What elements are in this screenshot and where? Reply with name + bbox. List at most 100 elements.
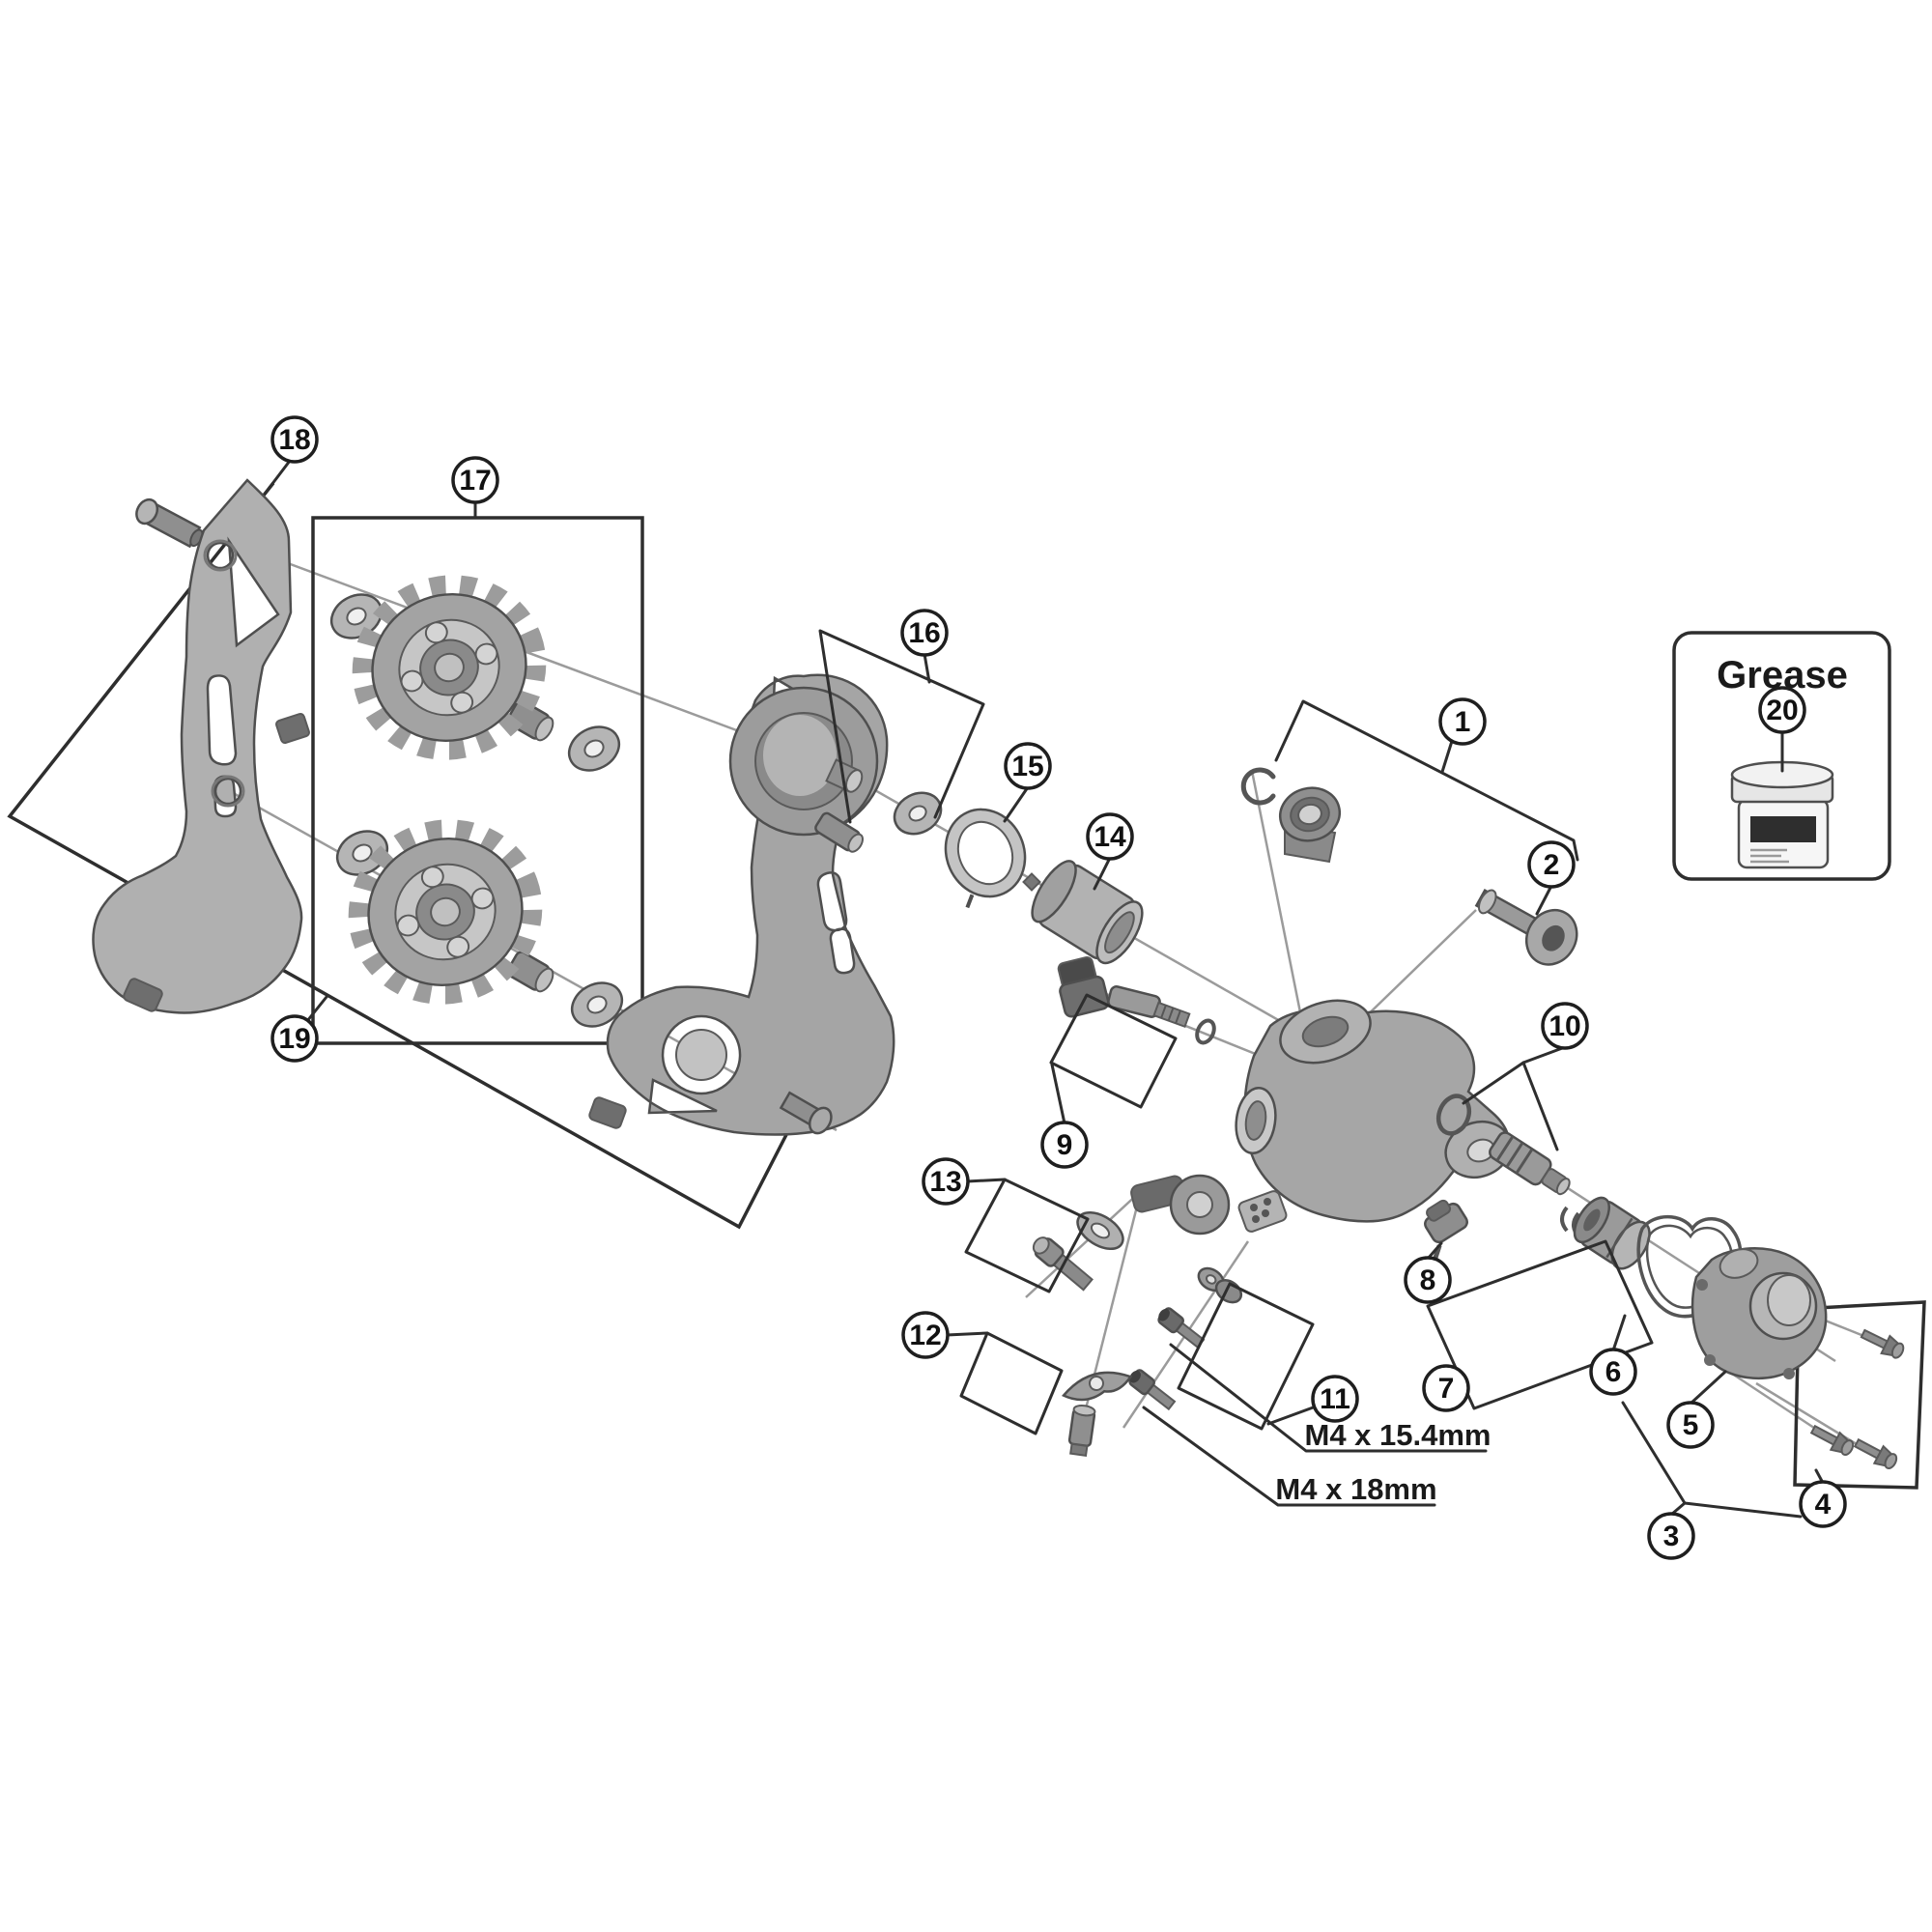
callout-number-13: 13 xyxy=(929,1166,961,1198)
motor-unit-5 xyxy=(1690,1247,1828,1379)
pulley-set-17 xyxy=(329,575,624,1028)
callout-circle-15 xyxy=(1004,742,1052,790)
pulley-upper xyxy=(352,575,547,760)
spacer-b xyxy=(506,951,554,993)
callout-number-8: 8 xyxy=(1420,1264,1436,1296)
bolt-spec-lower-label: M4 x 18mm xyxy=(1275,1472,1436,1506)
leader-11 xyxy=(1266,1405,1318,1426)
callout-number-11: 11 xyxy=(1320,1383,1350,1415)
leader-1 xyxy=(1440,736,1455,774)
derailleur-body xyxy=(1130,999,1512,1236)
callout-number-3: 3 xyxy=(1663,1520,1680,1552)
brackets-and-leaders xyxy=(267,459,1825,1519)
callout-3: 3 xyxy=(1647,1512,1695,1560)
group-19-outline xyxy=(7,481,794,1230)
plate-18-top-hole-rim xyxy=(203,539,238,572)
motor-ear-hole-a xyxy=(1696,1279,1708,1291)
callout-circle-12 xyxy=(901,1311,950,1359)
pulley-lower xyxy=(348,819,543,1005)
callout-number-17: 17 xyxy=(459,465,491,497)
leader-6 xyxy=(1611,1314,1627,1352)
plate-bolt-18 xyxy=(135,497,204,549)
screw-4b xyxy=(1809,1424,1855,1457)
link-bolts-11 xyxy=(1128,1266,1243,1411)
callout-1: 1 xyxy=(1438,697,1487,746)
callout-number-7: 7 xyxy=(1438,1373,1455,1405)
leader-14 xyxy=(1093,856,1112,891)
callout-number-15: 15 xyxy=(1011,751,1043,782)
cap-14 xyxy=(1031,860,1144,965)
axis-bearing xyxy=(1250,770,1308,1042)
motor-ear-hole-c xyxy=(1783,1368,1795,1379)
outer-plate-assembly xyxy=(92,478,310,1014)
body-knuckle-hole xyxy=(1186,1191,1213,1218)
callout-number-19: 19 xyxy=(278,1023,310,1055)
callout-number-9: 9 xyxy=(1057,1129,1073,1161)
clamp-8 xyxy=(1424,1199,1468,1261)
callout-14: 14 xyxy=(1086,812,1134,861)
callout-10: 10 xyxy=(1541,1002,1589,1050)
bracket-13 xyxy=(964,1178,1090,1293)
plate-18-clip xyxy=(275,712,310,745)
callout-18: 18 xyxy=(270,415,319,464)
callout-circle-20 xyxy=(1758,686,1806,734)
plug-10 xyxy=(1489,1131,1571,1196)
bearing-unit-1 xyxy=(1240,767,1341,864)
callout-number-4: 4 xyxy=(1815,1489,1832,1520)
leader-13 xyxy=(965,1178,1007,1183)
bracket-1 xyxy=(1274,699,1579,862)
socket-bolt-11b xyxy=(1128,1369,1177,1411)
bracket-12 xyxy=(959,1331,1064,1435)
washer-b xyxy=(567,725,621,772)
leader-15 xyxy=(1003,785,1030,823)
callout-number-20: 20 xyxy=(1766,695,1798,726)
washer-13 xyxy=(1076,1210,1124,1251)
link-11 xyxy=(1197,1266,1243,1304)
callout-circle-8 xyxy=(1404,1256,1452,1304)
group-4-box xyxy=(1793,1300,1926,1490)
callout-circle-11 xyxy=(1311,1375,1359,1423)
bracket-11 xyxy=(1177,1282,1315,1431)
callout-circle-5 xyxy=(1666,1401,1715,1449)
callout-11: 11 xyxy=(1311,1375,1359,1423)
leader-m4-154 xyxy=(1169,1343,1488,1453)
callout-16: 16 xyxy=(900,609,949,657)
callout-4: 4 xyxy=(1799,1480,1847,1528)
callout-20: 20 xyxy=(1758,686,1806,734)
callout-15: 15 xyxy=(1004,742,1052,790)
cam-dial-7 xyxy=(1573,1196,1651,1270)
leader-19 xyxy=(305,995,328,1023)
screws-4 xyxy=(1809,1328,1905,1470)
callout-circle-9 xyxy=(1040,1121,1089,1169)
adjuster-group-10 xyxy=(1435,1094,1571,1196)
callout-7: 7 xyxy=(1422,1364,1470,1412)
callout-number-10: 10 xyxy=(1548,1010,1580,1042)
callout-number-14: 14 xyxy=(1094,821,1126,853)
leader-10 xyxy=(1521,1045,1567,1065)
callout-circle-4 xyxy=(1799,1480,1847,1528)
o-ring-10 xyxy=(1435,1094,1472,1136)
group-boxes xyxy=(7,481,1926,1490)
pin-16 xyxy=(814,811,865,853)
callout-number-2: 2 xyxy=(1544,849,1560,881)
axle-bolt-2 xyxy=(1474,889,1578,966)
grease-jar xyxy=(1730,760,1834,869)
callout-number-1: 1 xyxy=(1455,706,1471,738)
o-ring-9 xyxy=(1195,1018,1216,1045)
callout-5: 5 xyxy=(1666,1401,1715,1449)
inner-plate-assembly xyxy=(588,673,943,1136)
callout-6: 6 xyxy=(1589,1348,1637,1396)
cable-unit-pin xyxy=(1152,1001,1191,1029)
ring-15 xyxy=(944,808,1027,909)
callout-circle-1 xyxy=(1438,697,1487,746)
callout-number-6: 6 xyxy=(1605,1356,1622,1388)
pin-15 xyxy=(1022,872,1041,892)
callout-circle-10 xyxy=(1541,1002,1589,1050)
leader-8 xyxy=(1426,1241,1443,1261)
plate-18-lower-hole-rim xyxy=(211,775,245,808)
grease-jar-label xyxy=(1750,816,1816,842)
callout-17: 17 xyxy=(451,456,499,504)
